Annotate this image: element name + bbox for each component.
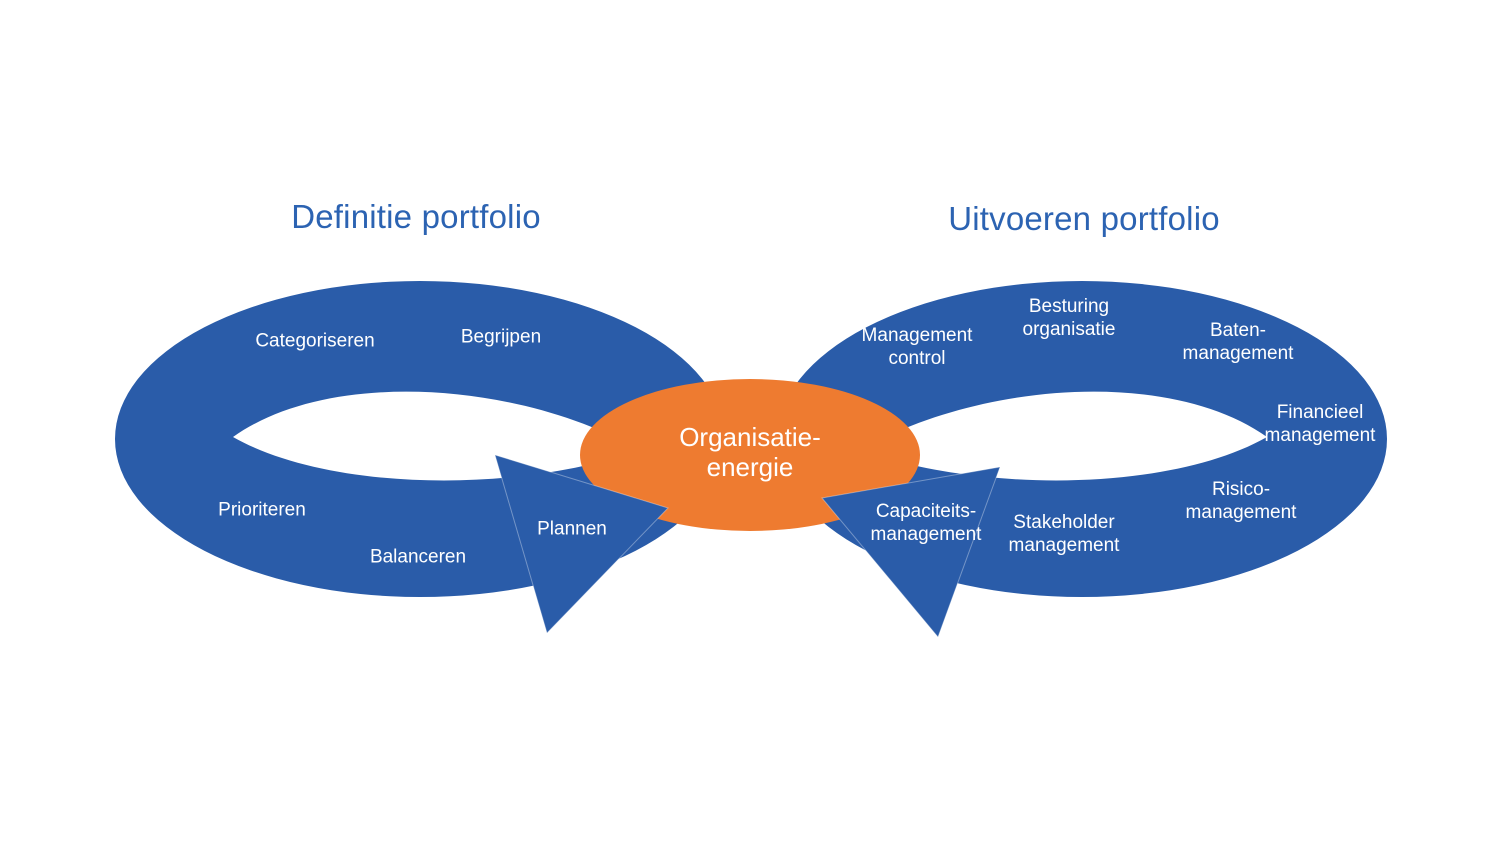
left-loop-title: Definitie portfolio xyxy=(291,198,541,235)
center-node-label: Organisatie- energie xyxy=(679,422,821,482)
label-capaciteits-management: Capaciteits- management xyxy=(870,501,982,545)
label-balanceren: Balanceren xyxy=(369,546,467,568)
left-loop-arrowhead xyxy=(494,454,669,634)
right-loop-title: Uitvoeren portfolio xyxy=(948,200,1220,237)
label-financieel-management: Financieel management xyxy=(1264,402,1376,446)
label-risico-management: Risico- management xyxy=(1185,479,1297,523)
label-stakeholder-management: Stakeholder management xyxy=(1008,512,1120,556)
right-loop-arrowhead xyxy=(821,466,1001,638)
label-prioriteren: Prioriteren xyxy=(218,499,306,521)
label-begrijpen: Begrijpen xyxy=(460,326,542,348)
label-baten-management: Baten- management xyxy=(1182,320,1294,364)
label-plannen: Plannen xyxy=(537,518,607,540)
label-categoriseren: Categoriseren xyxy=(255,330,375,352)
label-besturing-organisatie: Besturing organisatie xyxy=(1022,296,1116,340)
label-management-control: Management control xyxy=(861,325,973,369)
center-ellipse xyxy=(580,379,920,531)
